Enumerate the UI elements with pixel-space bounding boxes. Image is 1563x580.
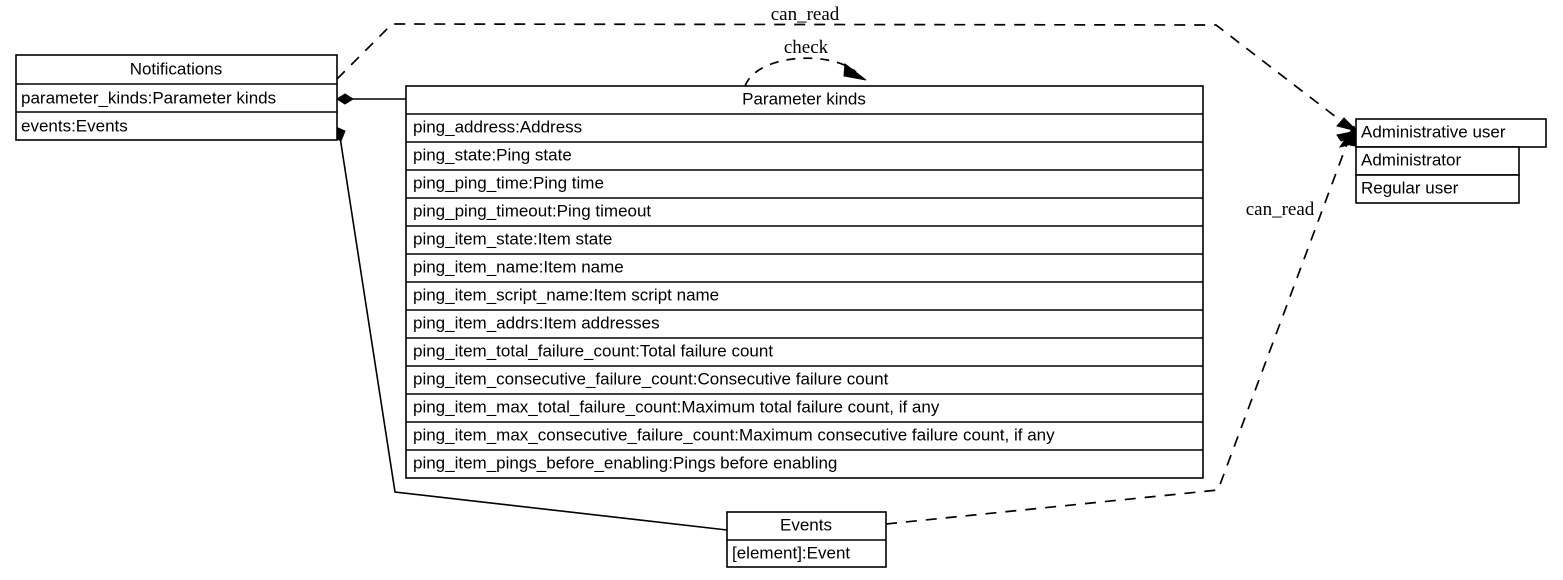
parameter-kinds-attribute-row: ping_item_name:Item name [413,257,624,276]
parameter-kinds-attribute-row: ping_ping_time:Ping time [413,173,604,192]
administrative-user-class-name: Administrative user [1361,122,1506,141]
edge-line-can-read-top [336,23,1350,128]
parameter-kinds-attribute-row: ping_ping_timeout:Ping timeout [413,201,651,220]
class-box-events[interactable]: Events [element]:Event [726,511,887,568]
notifications-class-name: Notifications [130,59,223,78]
parameter-kinds-attribute-row: ping_state:Ping state [413,145,572,164]
class-box-administrative-user[interactable]: Administrative user Administrator Regula… [1355,118,1547,204]
parameter-kinds-attribute-row: ping_item_total_failure_count:Total fail… [413,341,773,360]
edge-line-can-read-right [885,132,1352,525]
notifications-attribute-row: parameter_kinds:Parameter kinds [21,88,276,107]
parameter-kinds-attribute-row: ping_address:Address [413,117,582,136]
administrative-user-attribute-row: Regular user [1361,178,1459,197]
edge-notifications-composition-parameter-kinds[interactable] [336,93,406,105]
class-box-parameter-kinds[interactable]: Parameter kinds ping_address:Address pin… [405,85,1204,479]
administrative-user-attribute-row: Administrator [1361,150,1461,169]
notifications-box-outline [15,54,338,141]
edge-line-check [744,57,857,87]
arrowhead-can-read-top [1336,117,1359,132]
notifications-attribute-row: events:Events [21,116,128,135]
parameter-kinds-attribute-row: ping_item_script_name:Item script name [413,285,719,304]
edge-label-check: check [784,37,829,58]
parameter-kinds-attribute-row: ping_item_max_total_failure_count:Maximu… [413,397,940,416]
parameter-kinds-attribute-row: ping_item_max_consecutive_failure_count:… [413,425,1055,444]
events-class-name: Events [780,515,832,534]
parameter-kinds-attribute-row: ping_item_pings_before_enabling:Pings be… [413,453,837,472]
parameter-kinds-attribute-row: ping_item_consecutive_failure_count:Cons… [413,369,889,388]
arrowhead-check [843,63,867,81]
composition-diamond-parameter-kinds [336,93,354,105]
class-box-notifications[interactable]: Notifications parameter_kinds:Parameter … [15,54,338,141]
parameter-kinds-attribute-row: ping_item_addrs:Item addresses [413,313,660,332]
events-attribute-row: [element]:Event [732,543,850,562]
edge-label-can-read-top: can_read [771,4,840,25]
administrative-user-row-outline [1355,174,1520,204]
edge-label-can-read-right: can_read [1246,199,1315,220]
edge-parameter-kinds-check-self[interactable]: check [744,37,867,87]
parameter-kinds-attribute-row: ping_item_state:Item state [413,229,612,248]
parameter-kinds-class-name: Parameter kinds [742,89,866,108]
edge-line-composition-events [339,136,728,531]
